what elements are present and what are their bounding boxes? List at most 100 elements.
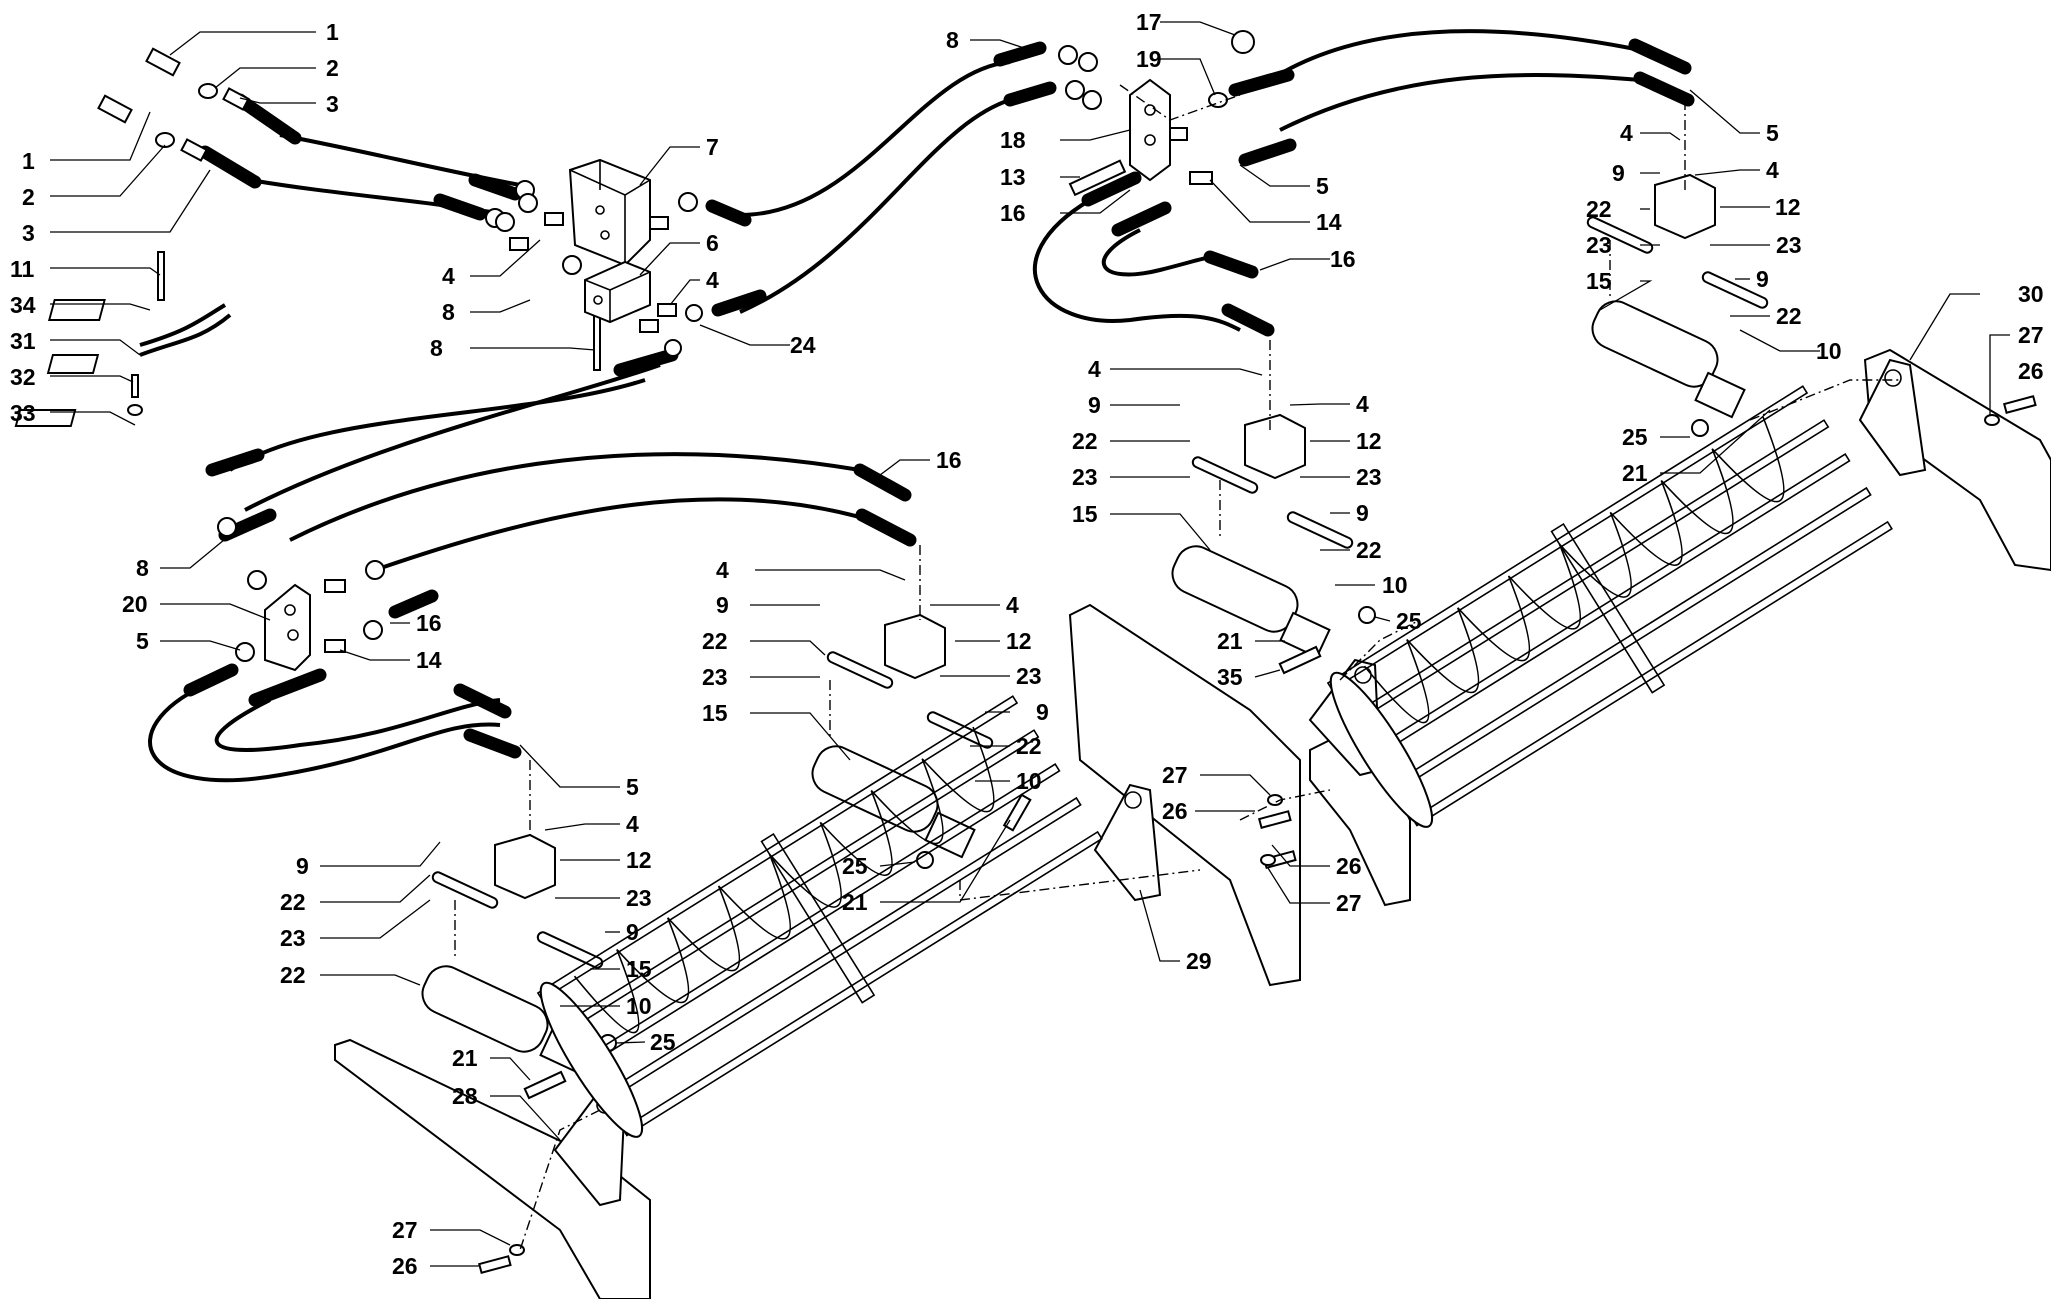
callout-label: 6: [706, 230, 719, 256]
callout-label: 23: [1586, 232, 1612, 258]
callout-labels: 1 2 3 1 2 3 11 34 31 32 33 7 6 4 4 8 8 2…: [10, 9, 2044, 1279]
hose-sleeve: [711, 289, 767, 317]
leader: [1909, 293, 1980, 361]
callout-label: 23: [280, 925, 306, 951]
valve-block-12: [1244, 413, 1306, 480]
callout-label: 22: [280, 889, 306, 915]
callout-label: 2: [326, 55, 339, 81]
callout-label: 3: [326, 91, 339, 117]
leader: [699, 324, 790, 346]
leader: [1694, 169, 1760, 176]
washer: [198, 83, 218, 99]
leader: [1689, 89, 1760, 134]
hose-14: [1101, 228, 1221, 277]
hose-3: [739, 60, 1011, 217]
leader: [50, 339, 141, 356]
bracket-7-edge: [569, 160, 651, 265]
callout-label: 26: [2018, 358, 2044, 384]
leader: [50, 303, 151, 311]
callout-label: 24: [790, 332, 816, 358]
clamp-block: [46, 354, 100, 374]
callout-label: 17: [1136, 9, 1162, 35]
callout-label: 5: [1766, 120, 1779, 146]
roller-bar: [1369, 453, 1851, 759]
leader: [490, 1057, 531, 1081]
valve-block-12: [494, 833, 556, 900]
washer-27: [1984, 414, 2000, 426]
callout-label: 14: [416, 647, 442, 673]
hose-nut: [235, 642, 255, 662]
roller-bar: [579, 763, 1061, 1069]
callout-label: 25: [1396, 608, 1422, 634]
leader: [160, 640, 241, 651]
callout-label: 21: [842, 889, 868, 915]
callout-label: 7: [706, 134, 719, 160]
bolt: [593, 314, 601, 371]
clevis: [1279, 611, 1331, 659]
leader: [1599, 280, 1653, 311]
callout-label: 9: [1756, 266, 1769, 292]
leader: [750, 712, 851, 761]
leader: [490, 1095, 561, 1141]
lift-plate: [553, 1088, 627, 1207]
callout-label: 9: [296, 853, 309, 879]
hose-sleeve: [1633, 71, 1695, 107]
callout-label: 8: [442, 299, 455, 325]
callout-label: 21: [452, 1045, 478, 1071]
hose-sleeve: [233, 93, 302, 145]
callout-label: 9: [1612, 160, 1625, 186]
hose-sleeve: [433, 193, 487, 221]
leader: [1209, 179, 1310, 223]
leader: [470, 239, 541, 277]
nut-25: [1691, 419, 1709, 437]
hose-sleeve: [1203, 250, 1259, 279]
hose-sleeve: [388, 589, 439, 619]
banjo-22: [1191, 456, 1259, 494]
leader: [1739, 329, 1820, 352]
callout-label: 13: [1000, 164, 1026, 190]
callout-label: 15: [702, 700, 728, 726]
callout-label: 8: [136, 555, 149, 581]
centerline: [519, 1109, 601, 1251]
callout-label: 27: [392, 1217, 418, 1243]
leader: [320, 899, 431, 939]
bolt-26: [2002, 395, 2037, 414]
leader: [50, 375, 134, 383]
roller-end-disc: [1329, 671, 1434, 828]
leader-lines: [50, 21, 2010, 1267]
hose-13: [1032, 198, 1241, 332]
callout-label: 4: [626, 811, 639, 837]
nipple: [657, 303, 677, 317]
hose-clamp-line: [139, 303, 227, 347]
hose-sleeve: [855, 508, 917, 547]
hose-nut: [685, 304, 703, 322]
hose-sleeve: [463, 728, 522, 759]
hose-sleeve: [453, 683, 512, 719]
roller-upper: [1326, 385, 1893, 828]
banjo-22: [431, 871, 499, 909]
bolt-11: [157, 251, 165, 301]
bolt-13: [1068, 159, 1127, 197]
leader: [1200, 774, 1271, 796]
nut-17: [1231, 30, 1255, 54]
callout-label: 25: [650, 1029, 676, 1055]
hose-7: [289, 452, 861, 542]
leader: [169, 31, 316, 56]
leader: [669, 279, 700, 306]
hose-11: [1268, 29, 1641, 82]
hose-nut: [365, 560, 385, 580]
callout-label: 26: [1162, 798, 1188, 824]
roller-bar: [1326, 385, 1809, 691]
washer-27: [1260, 854, 1276, 866]
callout-label: 9: [1088, 392, 1101, 418]
callout-label: 22: [1356, 537, 1382, 563]
bracket-hole: [284, 604, 296, 616]
hose-sleeve: [205, 448, 265, 477]
roller-band: [1550, 522, 1666, 694]
callout-label: 10: [1016, 768, 1042, 794]
leader: [320, 841, 441, 867]
assembly-centerlines: [454, 84, 1900, 1251]
callout-label: 22: [1016, 733, 1042, 759]
callout-label: 22: [702, 628, 728, 654]
hose-sleeve: [853, 463, 912, 502]
